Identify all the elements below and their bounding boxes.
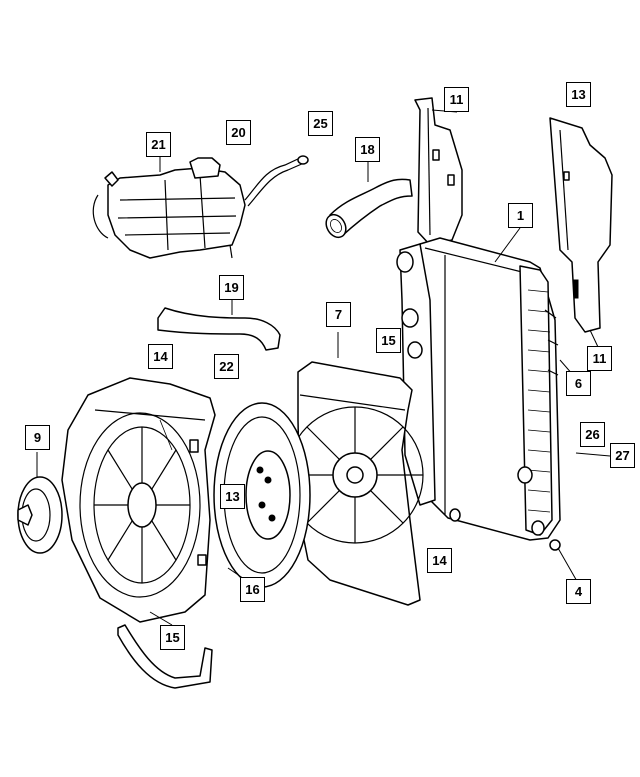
fan-shroud-housing (61, 377, 216, 623)
callout-15-upper: 15 (376, 328, 401, 353)
callout-11-lower: 11 (587, 346, 612, 371)
callout-27: 27 (610, 443, 635, 468)
fan-clutch (213, 402, 311, 588)
coolant-reservoir (92, 155, 309, 259)
callout-9: 9 (25, 425, 50, 450)
callout-1: 1 (508, 203, 533, 228)
callout-13-upper: 13 (566, 82, 591, 107)
callout-18: 18 (355, 137, 380, 162)
shroud-seal-strip (117, 624, 213, 689)
upper-radiator-hose (325, 178, 413, 239)
fan-shroud (286, 361, 424, 606)
callout-21: 21 (146, 132, 171, 157)
callout-26: 26 (580, 422, 605, 447)
callout-14-upper: 14 (148, 344, 173, 369)
callout-6: 6 (566, 371, 591, 396)
lower-radiator-hose (157, 307, 281, 351)
shroud-bracket-left (414, 97, 463, 246)
callout-7: 7 (326, 302, 351, 327)
callout-14-lower: 14 (427, 548, 452, 573)
callout-22: 22 (214, 354, 239, 379)
callout-15-lower: 15 (160, 625, 185, 650)
callout-11-upper: 11 (444, 87, 469, 112)
radiator-core (396, 237, 561, 551)
callout-20: 20 (226, 120, 251, 145)
callout-16: 16 (240, 577, 265, 602)
callout-25: 25 (308, 111, 333, 136)
callout-19: 19 (219, 275, 244, 300)
callout-4: 4 (566, 579, 591, 604)
callout-13-lower: 13 (220, 484, 245, 509)
shroud-bracket-right (549, 117, 613, 333)
pulley (17, 476, 63, 554)
